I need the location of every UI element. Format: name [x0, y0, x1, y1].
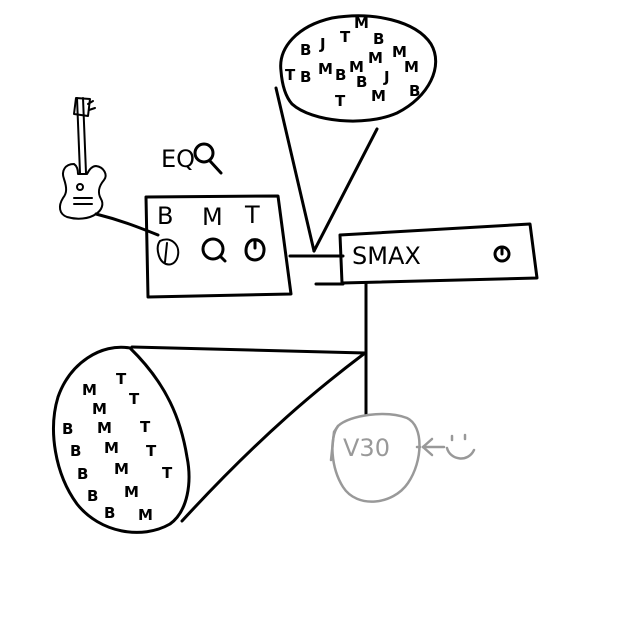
bubble-bottom-letter: B	[104, 504, 115, 522]
bubble-top-letter: B	[300, 68, 311, 86]
bubble-bottom-letter: M	[124, 483, 139, 501]
bubble-bottom-letter: M	[104, 439, 119, 457]
mid-knob-label: M	[202, 203, 223, 231]
bubble-top-letter: B	[335, 66, 346, 84]
bubble-bottom-letter: M	[97, 419, 112, 437]
bubble-top-letter: M	[404, 58, 419, 76]
guitar-icon	[58, 97, 107, 220]
v30-speaker: V30	[331, 412, 421, 503]
treble-knob	[244, 238, 266, 262]
bubble-top-letter: M	[392, 43, 407, 61]
bubble-bottom-letter: B	[77, 465, 88, 483]
bubble-bottom-letter: M	[82, 381, 97, 399]
bass-knob-label: B	[157, 202, 173, 230]
bubble-top-letter: T	[285, 66, 296, 84]
bubble-bottom-letter: T	[129, 390, 140, 408]
bubble-top-letter: M	[354, 14, 369, 32]
smax-knob	[493, 245, 511, 263]
bubble-top-letter: T	[335, 92, 346, 110]
eq-box	[144, 194, 293, 299]
smax-box: SMAX	[338, 222, 539, 285]
bubble-bottom-letter: M	[92, 400, 107, 418]
bubble-bottom-letter: M	[114, 460, 129, 478]
bubble-bottom-letter: M	[138, 506, 153, 524]
magnifier-icon	[193, 142, 223, 175]
treble-knob-label: T	[244, 201, 260, 229]
bubble-top-letter: J	[383, 68, 390, 86]
bubble-top-letter: M	[318, 60, 333, 78]
gray-accent	[329, 424, 340, 462]
bubble-bottom-letter: B	[70, 442, 81, 460]
bubble-top-letter: T	[340, 28, 351, 46]
bubble-top-letter: B	[300, 41, 311, 59]
arrow-left-icon	[421, 437, 446, 457]
smiley-icon	[445, 433, 476, 460]
bubble-top-letter: M	[371, 87, 386, 105]
bubble-bottom-letter: T	[140, 418, 151, 436]
bubble-top-letter: B	[373, 30, 384, 48]
bubble-bottom-letter: T	[162, 464, 173, 482]
bubble-bottom-letter: T	[116, 370, 127, 388]
bottom-bubble: M T M T B M T B M T B M T B M B M	[52, 345, 367, 534]
bass-knob	[156, 238, 180, 266]
bubble-bottom-letter: B	[87, 487, 98, 505]
bubble-top-letter: B	[409, 82, 420, 100]
mid-knob	[201, 237, 227, 263]
bubble-top-letter: J	[319, 35, 326, 53]
v30-label: V30	[343, 434, 390, 462]
bubble-bottom-letter: T	[146, 442, 157, 460]
bubble-top-letter: M	[368, 49, 383, 67]
top-bubble: B J T M B M T B M B M M B J M T M B	[274, 14, 438, 253]
guitar-to-eq-cable	[94, 212, 160, 237]
smax-label: SMAX	[352, 242, 421, 270]
bubble-bottom-letter: B	[62, 420, 73, 438]
eq-label: EQ	[161, 145, 195, 173]
bubble-top-letter: B	[356, 73, 367, 91]
bubble-top-letter: M	[349, 58, 364, 76]
